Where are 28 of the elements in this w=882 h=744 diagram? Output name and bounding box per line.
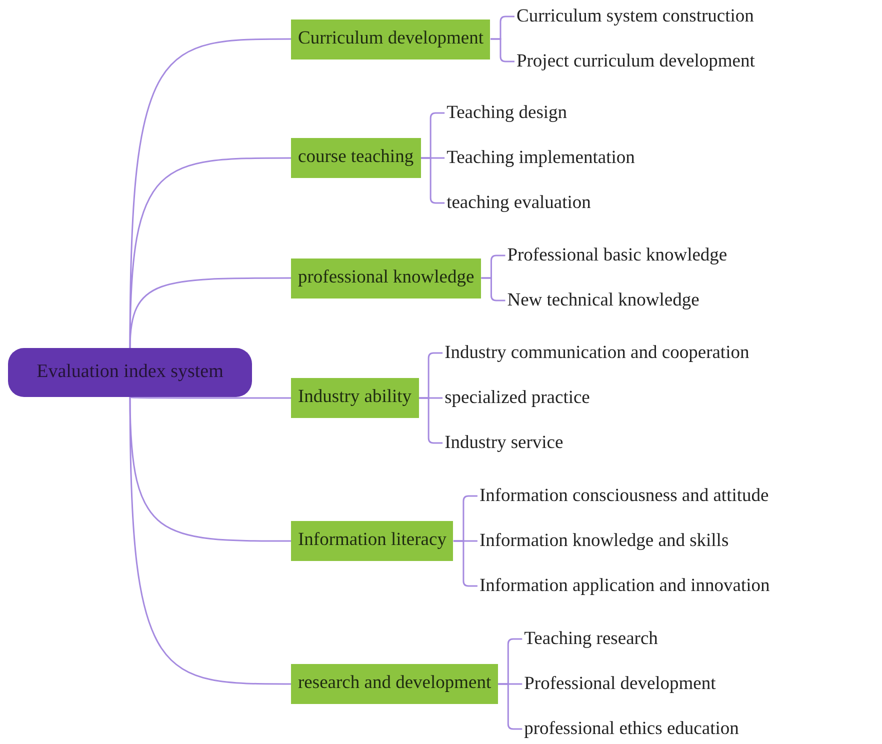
item-text: Teaching design <box>446 100 635 126</box>
item-text: Teaching research <box>524 626 739 652</box>
connector-line <box>130 396 291 399</box>
item-text: Information consciousness and attitude <box>479 483 770 509</box>
root-node: Evaluation index system <box>8 348 252 397</box>
item-text: professional ethics education <box>524 716 739 742</box>
item-text: Professional development <box>524 671 739 697</box>
item-text: Professional basic knowledge <box>507 242 728 268</box>
item-text: New technical knowledge <box>507 288 728 314</box>
item-text: Information application and innovation <box>479 573 770 599</box>
item-text: teaching evaluation <box>446 190 635 216</box>
category-box: research and development <box>291 664 498 704</box>
connector-line <box>129 157 291 348</box>
category-box: course teaching <box>291 138 421 178</box>
item-text: Industry service <box>444 430 750 456</box>
item-text: Teaching implementation <box>446 145 635 171</box>
item-text: Project curriculum development <box>516 48 755 74</box>
item-text: Curriculum system construction <box>516 4 755 30</box>
item-text: Information knowledge and skills <box>479 528 770 554</box>
connector-line <box>129 38 291 348</box>
item-text: Industry communication and cooperation <box>444 340 750 366</box>
category-box: Industry ability <box>291 378 419 418</box>
category-box: professional knowledge <box>291 258 482 298</box>
category-box: Curriculum development <box>291 19 490 59</box>
connector-line <box>129 277 291 348</box>
category-box: Information literacy <box>291 521 454 561</box>
item-text: specialized practice <box>444 385 750 411</box>
connector-line <box>129 397 291 685</box>
